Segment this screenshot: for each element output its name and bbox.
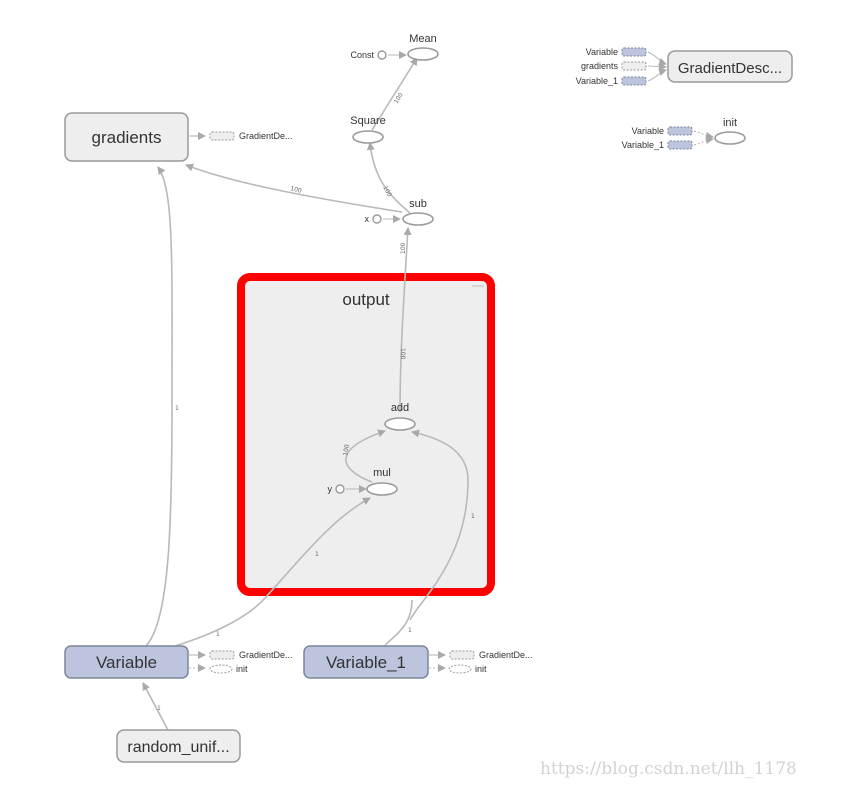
edge-mul-add (345, 429, 386, 483)
edge-label-variable-tick: 1 (216, 631, 220, 638)
edge-label-variable-mul: 1 (315, 551, 319, 558)
node-y[interactable]: y (328, 484, 345, 494)
edge-square-mean (371, 57, 418, 131)
aux-variable-1-gd-label: GradientDe... (479, 650, 533, 660)
edge-label-sub-gradients: 100 (290, 185, 303, 195)
edge-label-variable1-add: 1 (471, 513, 475, 520)
edge-variable-init (693, 130, 714, 140)
edge-variable-graddesc (647, 51, 667, 66)
edge-add-sub (399, 227, 412, 413)
aux-variable-gd-label: GradientDe... (239, 650, 293, 660)
edge-label-variable1-tick: 1 (408, 627, 412, 634)
edge-random-variable (142, 682, 169, 731)
node-mul-label: mul (373, 467, 391, 479)
aux-variable-1-gd-chip[interactable] (449, 650, 475, 660)
node-const[interactable]: Const (350, 50, 387, 60)
node-gradients-label: gradients (92, 128, 162, 147)
edge-variable1-graddesc (647, 68, 667, 82)
aux-variable-gd-chip[interactable] (209, 650, 235, 660)
edge-variable-gradients (145, 166, 173, 647)
aux-variable-label: Variable (586, 47, 618, 57)
edge-variable1-init (693, 136, 714, 146)
node-variable[interactable]: Variable (64, 645, 189, 679)
node-init-label: init (723, 117, 737, 129)
node-square[interactable]: Square (350, 115, 386, 144)
node-init[interactable]: init (714, 117, 746, 145)
aux-init-variable-label: Variable (632, 126, 664, 136)
edge-label-random-variable: 1 (157, 705, 161, 712)
node-gradient-descent[interactable]: GradientDesc... (667, 50, 793, 83)
edge-variable-mul (264, 497, 371, 599)
node-mean[interactable]: Mean (407, 33, 439, 61)
output-group-label: output (342, 290, 390, 309)
node-mul[interactable]: mul (366, 467, 398, 496)
aux-variable-1-chip[interactable] (621, 76, 647, 86)
node-random-uniform-label: random_unif... (127, 739, 229, 756)
edge-sub-gradients (185, 163, 403, 213)
node-add-label: add (391, 402, 409, 414)
aux-variable-1-init-label: init (475, 664, 487, 674)
aux-gradients-label: gradients (581, 61, 619, 71)
node-add[interactable]: add (384, 402, 416, 431)
node-x-label: x (365, 214, 370, 224)
edges: 100 100 100 100 100 100 1 1 1 1 1 1 (142, 51, 714, 731)
edge-label-add-group: 100 (399, 348, 406, 360)
node-square-label: Square (350, 115, 385, 127)
edge-label-add-sub: 100 (400, 242, 407, 254)
aux-variable-1-init-chip[interactable] (448, 664, 472, 674)
node-random-uniform[interactable]: random_unif... (116, 729, 241, 763)
aux-init-variable-chip[interactable] (667, 126, 693, 136)
edge-sub-square (366, 142, 411, 214)
aux-init-variable-1-chip[interactable] (667, 140, 693, 150)
aux-variable-1-outputs: GradientDe... init (448, 650, 533, 674)
edge-variable1-group (384, 599, 413, 646)
edge-label-mul-add: 100 (342, 444, 351, 457)
node-sub-label: sub (409, 198, 427, 210)
aux-variable-init-chip[interactable] (209, 664, 233, 674)
output-group[interactable]: output (237, 273, 495, 596)
edge-variable1-add (409, 429, 469, 621)
watermark: https://blog.csdn.net/llh_1178 (540, 759, 797, 779)
aux-init-inputs: Variable Variable_1 (622, 126, 693, 150)
aux-gradients-gd[interactable]: GradientDe... (209, 131, 293, 141)
aux-variable-outputs: GradientDe... init (209, 650, 293, 674)
node-gradients[interactable]: gradients (64, 112, 189, 162)
node-variable-1-label: Variable_1 (326, 653, 406, 672)
node-y-label: y (328, 484, 333, 494)
aux-graddesc-inputs: Variable gradients Variable_1 (576, 47, 647, 86)
aux-variable-1-label: Variable_1 (576, 76, 618, 86)
node-variable-1[interactable]: Variable_1 (303, 645, 429, 679)
node-mean-label: Mean (409, 33, 437, 45)
node-gradient-descent-label: GradientDesc... (678, 60, 782, 77)
aux-init-variable-1-label: Variable_1 (622, 140, 664, 150)
node-sub[interactable]: sub (402, 198, 434, 226)
aux-gradients-gd-label: GradientDe... (239, 131, 293, 141)
aux-gradients-chip[interactable] (621, 61, 647, 71)
edge-gradients-graddesc (647, 62, 667, 71)
aux-variable-init-label: init (236, 664, 248, 674)
node-x[interactable]: x (365, 214, 382, 224)
node-const-label: Const (350, 50, 374, 60)
node-variable-label: Variable (96, 653, 157, 672)
aux-variable-chip[interactable] (621, 47, 647, 57)
edge-variable-group (174, 597, 266, 647)
edge-label-variable-gradients: 1 (175, 405, 179, 412)
edge-label-sub-square: 100 (381, 185, 393, 199)
